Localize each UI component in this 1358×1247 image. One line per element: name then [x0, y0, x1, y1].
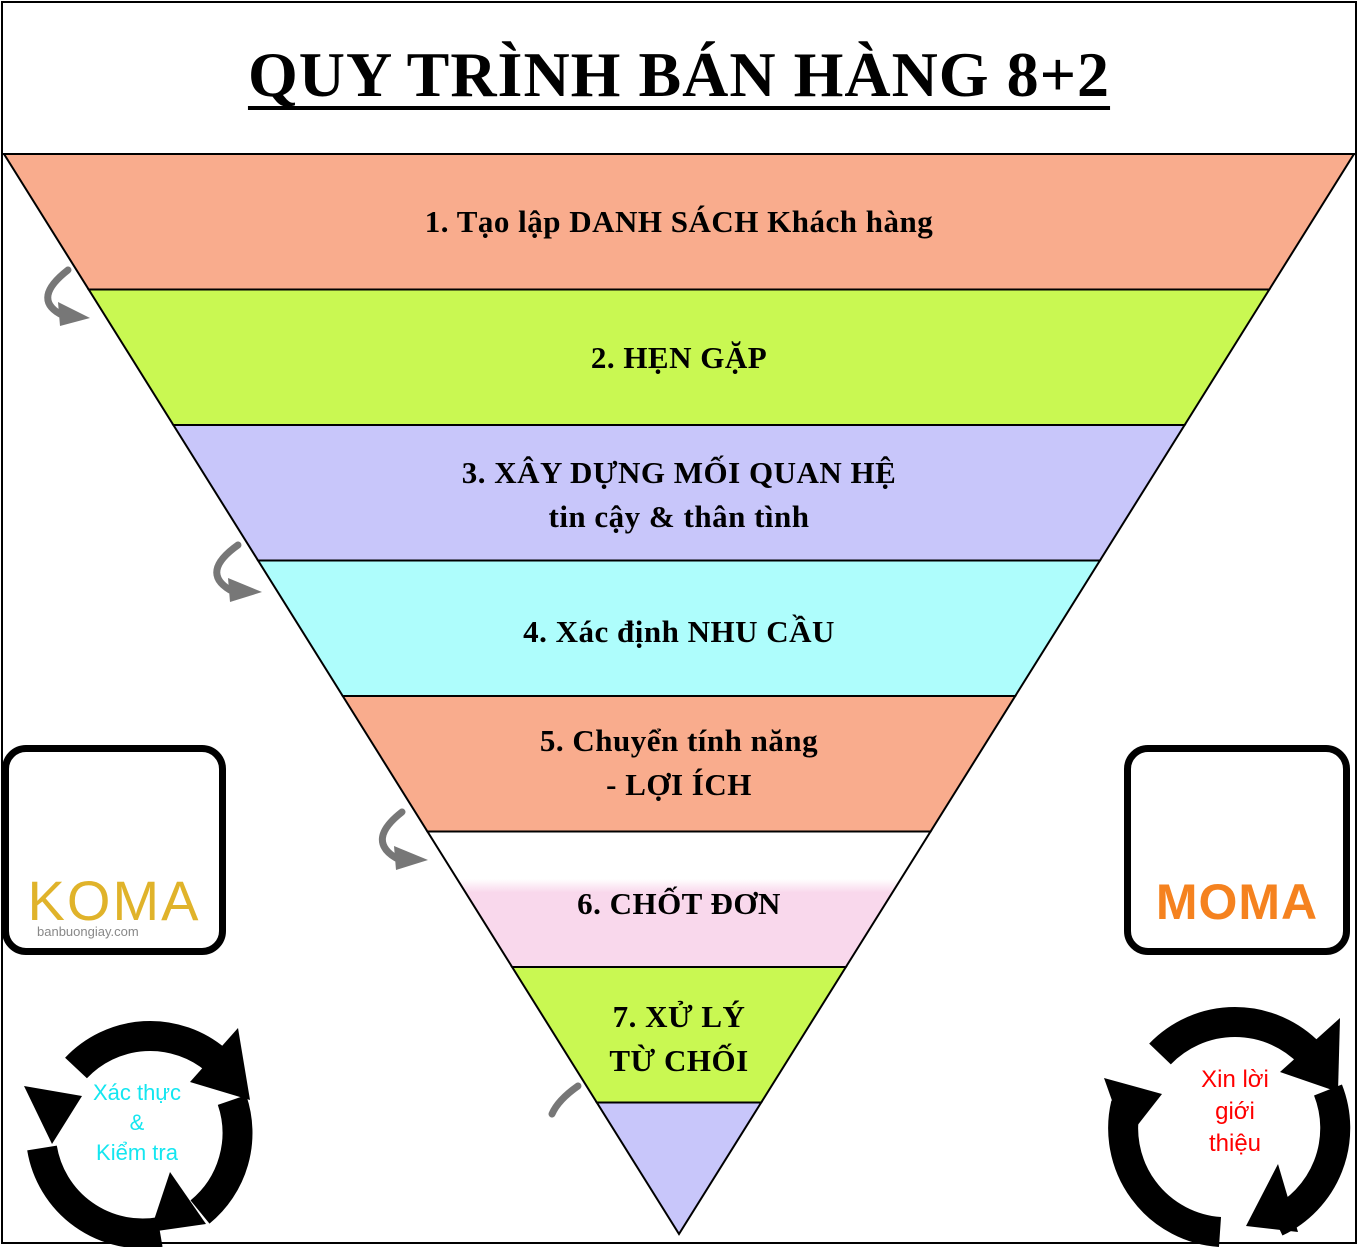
curved-arrow-icon [548, 1082, 582, 1118]
moma-logo-box: MOMA [1124, 745, 1350, 955]
koma-logo-text: KOMA [27, 869, 201, 932]
moma-logo-text: MOMA [1155, 874, 1319, 930]
cycle-left-line3: Kiểm tra [96, 1140, 178, 1165]
funnel [2, 153, 1356, 1236]
cycle-label-left: Xác thực & Kiểm tra [72, 1078, 202, 1168]
cycle-arrows-icon [24, 1020, 253, 1247]
step-1-text: 1. Tạo lập DANH SÁCH Khách hàng [424, 204, 934, 239]
step-5-text: 5. Chuyển tính năng [539, 723, 819, 758]
curved-arrow-icon [378, 808, 428, 870]
cycle-arrows-icon [1104, 1007, 1351, 1247]
step-label-2: 2. HẸN GẶP [279, 336, 1079, 380]
step-4-text: 4. Xác định NHU CẦU [523, 614, 835, 649]
cycle-left-line1: Xác thực [92, 1080, 182, 1105]
step-7-text: 7. XỬ LÝ [612, 999, 746, 1034]
funnel-band-8 [595, 1101, 763, 1236]
koma-logo-subtext: banbuongiay.com [37, 924, 139, 939]
cycle-right-line1: Xin lời [1201, 1066, 1269, 1093]
step-label-6: 6. CHỐT ĐƠN [279, 882, 1079, 926]
step-2-text: 2. HẸN GẶP [590, 340, 768, 375]
page-title: QUY TRÌNH BÁN HÀNG 8+2 [247, 39, 1111, 110]
step-label-5: 5. Chuyển tính năng - LỢI ÍCH [279, 719, 1079, 807]
step-3-text: 3. XÂY DỰNG MỐI QUAN HỆ [461, 455, 897, 490]
curved-arrow-icon [44, 266, 90, 326]
cycle-right-line2: giới [1215, 1098, 1255, 1125]
step-3-subtext: tin cậy & thân tình [548, 499, 810, 534]
curved-arrow-icon [213, 541, 262, 602]
cycle-label-right: Xin lời giới thiệu [1170, 1064, 1300, 1160]
step-5-subtext: - LỢI ÍCH [606, 767, 752, 802]
step-label-4: 4. Xác định NHU CẦU [279, 610, 1079, 654]
cycle-right-line3: thiệu [1208, 1130, 1262, 1157]
step-label-7: 7. XỬ LÝ TỪ CHỐI [279, 995, 1079, 1083]
step-label-1: 1. Tạo lập DANH SÁCH Khách hàng [279, 200, 1079, 244]
step-6-text: 6. CHỐT ĐƠN [577, 886, 781, 921]
step-label-3: 3. XÂY DỰNG MỐI QUAN HỆ tin cậy & thân t… [279, 451, 1079, 539]
step-7-subtext: TỪ CHỐI [609, 1043, 749, 1078]
cycle-left-line2: & [129, 1110, 145, 1135]
koma-logo-box: KOMA banbuongiay.com [2, 745, 226, 955]
